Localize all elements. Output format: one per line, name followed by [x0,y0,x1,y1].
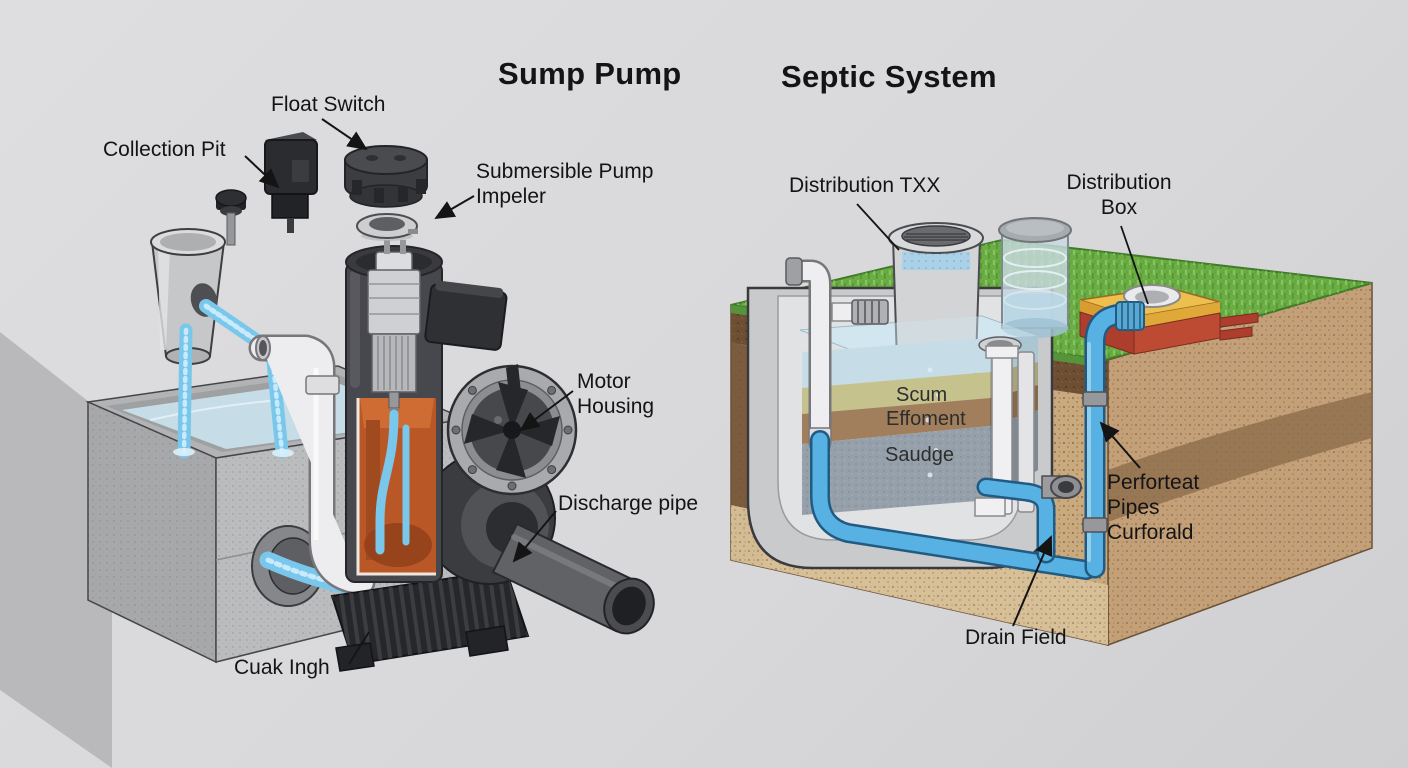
inlet-pipe-white [785,257,1035,517]
arrow-float-switch [321,118,368,151]
capacitor-box [424,280,508,351]
leader-cuak-ingh [348,631,370,665]
leader-distribution-txx [856,203,900,251]
layer-water [802,338,990,388]
impeller-ring-part [356,213,418,241]
sump-pump-unit [330,240,655,672]
arrow-discharge-pipe [512,510,557,563]
inlet-funnel [150,228,226,365]
pump-base [330,568,530,672]
arrow-drain-field [1012,535,1053,627]
leader-distribution-box [1120,225,1149,305]
label-collection-pit: Collection Pit [103,138,226,161]
motor-part [367,240,421,420]
float-switch-part [344,145,428,208]
label-discharge-pipe: Discharge pipe [558,492,699,515]
label-motor-housing: Motor Housing [577,370,655,418]
internal-water-tubes [375,409,410,555]
effluent-pipes-blue [810,301,1145,580]
arrow-motor-housing [519,390,574,432]
label-perforated-pipes: Perforteat Pipes Curforald [1107,471,1200,544]
leader-lines-septic [856,203,1149,627]
layer-effluent [802,398,990,444]
label-scum: Scum [896,384,948,406]
layer-scum [802,372,990,414]
pvc-drain-pipe [248,334,376,596]
pump-body [345,240,443,583]
riser-clear [998,217,1072,338]
arrow-collection-pit [244,155,280,189]
arrow-impeller [434,195,475,220]
label-distribution-txx: Distribution TXX [789,174,941,197]
label-saudge: Saudge [885,444,954,466]
septic-system-title: Septic System [781,59,997,94]
label-submersible-pump-impeler: Submersible Pump Impeler [476,160,654,208]
shadow-wedge [0,332,112,768]
label-drain-field: Drain Field [965,626,1067,649]
sump-pump-title: Sump Pump [498,56,682,91]
label-distribution-box: Distribution Box [1066,171,1172,219]
arrow-perforated-pipes [1099,421,1141,469]
label-float-switch: Float Switch [271,93,386,116]
leader-lines-sump [244,118,574,665]
septic-diagram [730,203,1373,647]
bolt-part [215,189,247,246]
sump-pump-diagram [0,118,655,768]
label-cuak-ingh: Cuak Ingh [234,656,330,679]
label-effoment: Effoment [886,408,966,430]
impeller-flange [446,364,578,496]
